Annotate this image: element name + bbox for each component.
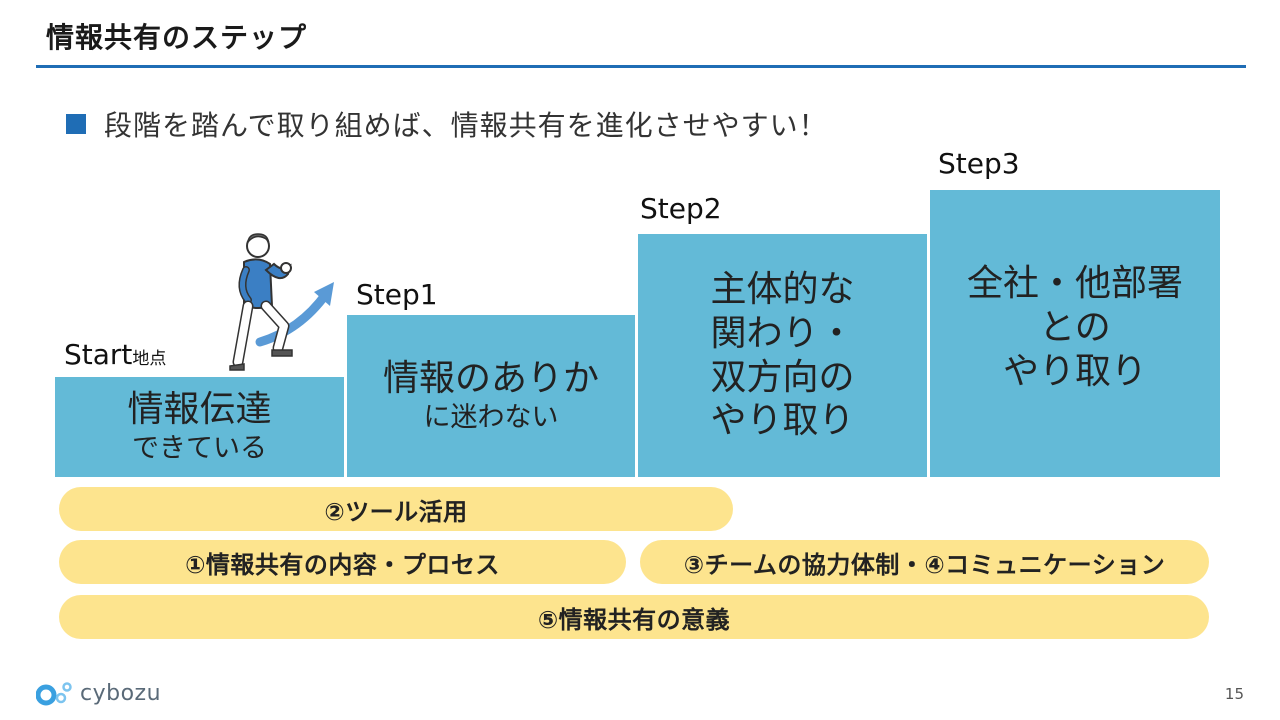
pill-meaning: ⑤情報共有の意義 bbox=[59, 595, 1209, 639]
step-block-text: 双方向の bbox=[710, 356, 855, 398]
bullet-square-icon bbox=[66, 114, 86, 134]
progress-arrow-icon bbox=[255, 289, 331, 347]
step-block-subtext: できている bbox=[132, 433, 267, 465]
step-label-text: Start bbox=[64, 338, 133, 371]
walking-person-illustration bbox=[229, 233, 334, 371]
cybozu-logo: cybozu bbox=[36, 680, 161, 706]
step-block-step1: 情報のありか に迷わない bbox=[347, 315, 635, 477]
pill-tool-usage: ②ツール活用 bbox=[59, 487, 733, 531]
step-block-text: 主体的な bbox=[710, 268, 855, 310]
step-label-step1: Step1 bbox=[356, 278, 438, 311]
step-block-text: やり取り bbox=[710, 400, 855, 442]
step-label-suffix: 地点 bbox=[132, 349, 167, 369]
step-block-text: 関わり・ bbox=[710, 312, 855, 354]
step-block-text: 情報伝達 bbox=[127, 388, 272, 430]
title-divider bbox=[36, 65, 1246, 68]
step-block-text: 全社・他部署 bbox=[966, 263, 1183, 304]
bullet-point: 段階を踏んで取り組めば、情報共有を進化させやすい！ bbox=[66, 104, 828, 144]
step-block-text: 情報のありか bbox=[382, 357, 599, 399]
page-number: 15 bbox=[1224, 685, 1244, 703]
step-block-text: との bbox=[1039, 306, 1111, 348]
step-block-step3: 全社・他部署 との やり取り bbox=[930, 190, 1220, 477]
step-label-step3: Step3 bbox=[938, 147, 1020, 180]
step-block-text: やり取り bbox=[1002, 350, 1147, 392]
slide-title: 情報共有のステップ bbox=[46, 21, 308, 54]
cybozu-logo-icon bbox=[36, 682, 72, 706]
step-label-start: Start地点 bbox=[64, 338, 166, 371]
step-block-subtext: に迷わない bbox=[423, 402, 559, 434]
pill-content-process: ①情報共有の内容・プロセス bbox=[59, 540, 626, 584]
step-block-start: 情報伝達 できている bbox=[55, 377, 344, 477]
arrow-head-icon bbox=[314, 282, 334, 306]
step-label-step2: Step2 bbox=[640, 192, 722, 225]
step-block-step2: 主体的な 関わり・ 双方向の やり取り bbox=[638, 234, 927, 477]
pill-team-communication: ③チームの協力体制・④コミュニケーション bbox=[640, 540, 1209, 584]
bullet-text: 段階を踏んで取り組めば、情報共有を進化させやすい！ bbox=[104, 109, 828, 142]
cybozu-logo-text: cybozu bbox=[80, 680, 162, 706]
